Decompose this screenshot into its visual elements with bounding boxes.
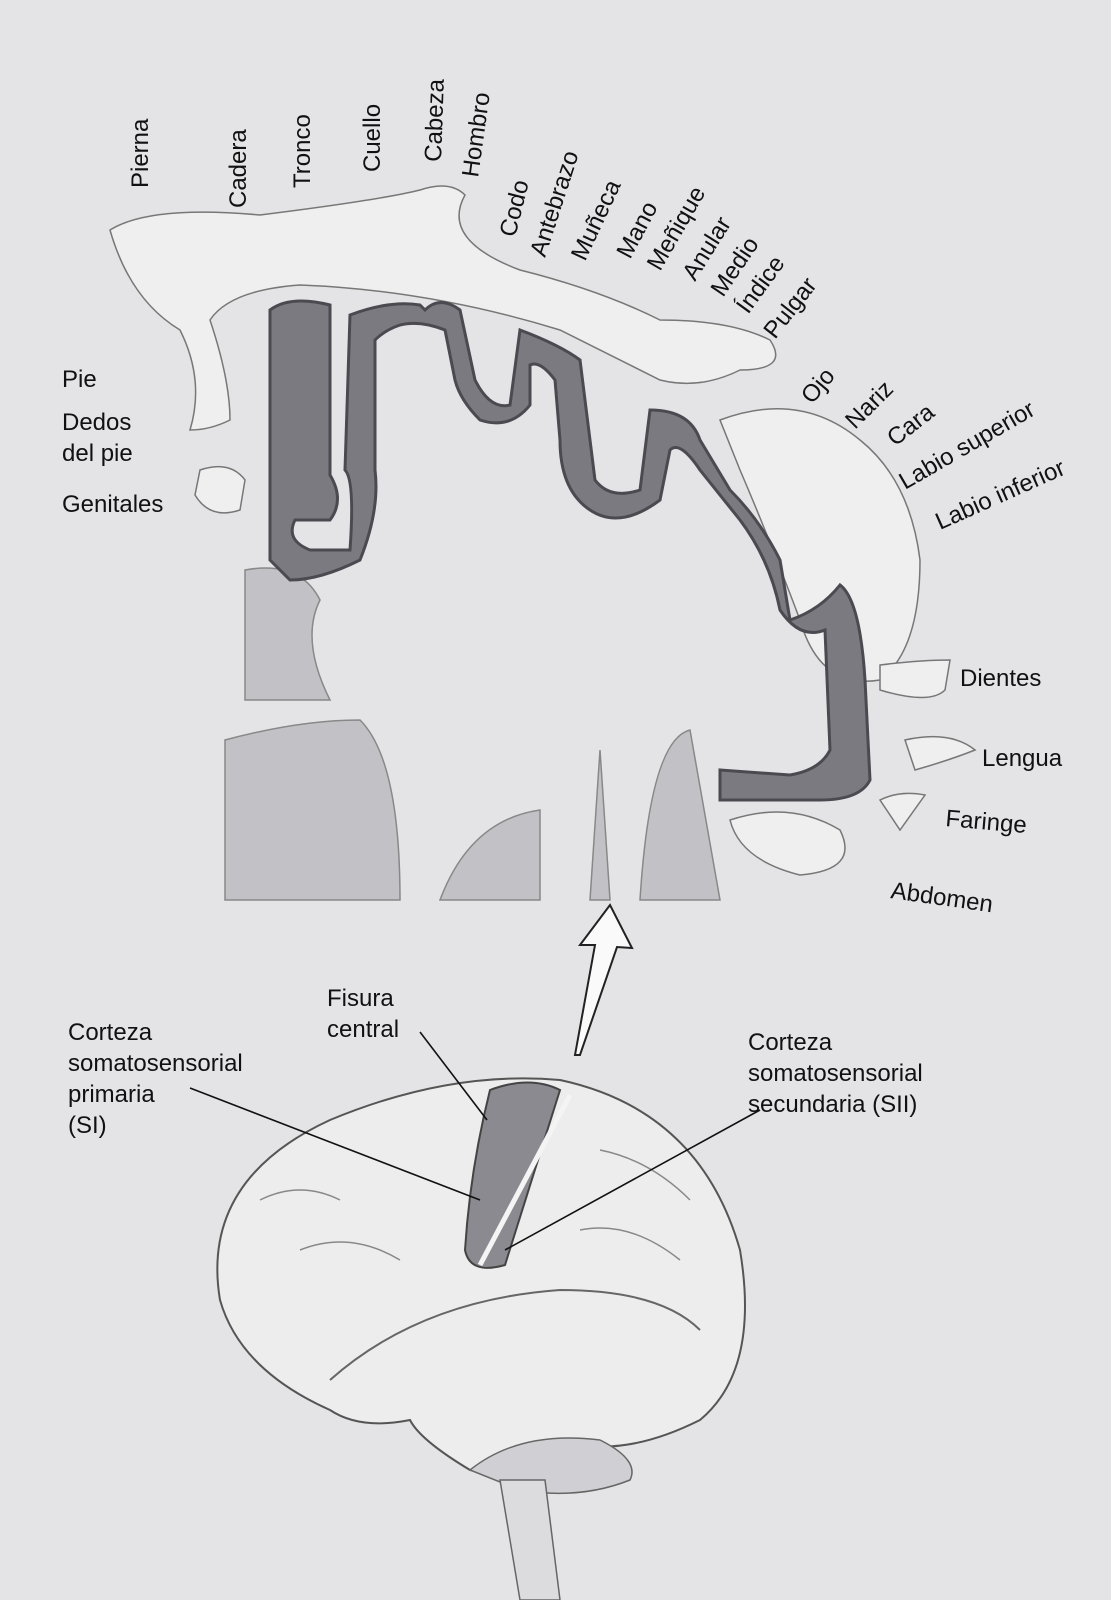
label-si-3: primaria xyxy=(68,1081,155,1108)
label-pie: Pie xyxy=(62,366,97,393)
label-sii-3: secundaria (SII) xyxy=(748,1091,917,1118)
label-si-4: (SI) xyxy=(68,1112,107,1139)
underlying-tissue xyxy=(224,567,721,901)
central-fissure-line xyxy=(477,1093,573,1267)
label-faringe: Faringe xyxy=(944,805,1027,839)
label-si-2: somatosensorial xyxy=(68,1050,243,1077)
label-codo: Codo xyxy=(495,177,535,239)
brain-labels: Fisura central Corteza somatosensorial p… xyxy=(68,985,923,1139)
label-si-1: Corteza xyxy=(68,1019,153,1046)
label-dientes: Dientes xyxy=(960,665,1041,692)
label-fisura-2: central xyxy=(327,1016,399,1043)
label-cabeza: Cabeza xyxy=(420,78,450,162)
label-cara: Cara xyxy=(882,398,940,452)
label-dedos-del-pie-1: Dedos xyxy=(62,409,131,436)
label-dedos-del-pie-2: del pie xyxy=(62,440,133,467)
lateral-brain xyxy=(216,1077,746,1600)
somatosensory-cortex-band xyxy=(268,299,872,802)
zoom-arrow xyxy=(573,903,634,1056)
label-pierna: Pierna xyxy=(127,118,154,188)
label-fisura-1: Fisura xyxy=(327,985,394,1012)
label-lengua: Lengua xyxy=(982,745,1063,772)
label-sii-2: somatosensorial xyxy=(748,1060,923,1087)
label-ojo: Ojo xyxy=(796,363,841,409)
homunculus-body xyxy=(109,185,977,876)
leader-lines xyxy=(189,1031,761,1251)
primary-somatosensory-region xyxy=(463,1081,562,1269)
label-hombro: Hombro xyxy=(457,91,496,179)
label-cuello: Cuello xyxy=(359,104,386,172)
label-tronco: Tronco xyxy=(289,114,316,188)
label-sii-1: Corteza xyxy=(748,1029,833,1056)
label-abdomen: Abdomen xyxy=(889,877,995,918)
label-cadera: Cadera xyxy=(225,129,252,208)
label-genitales: Genitales xyxy=(62,491,163,518)
